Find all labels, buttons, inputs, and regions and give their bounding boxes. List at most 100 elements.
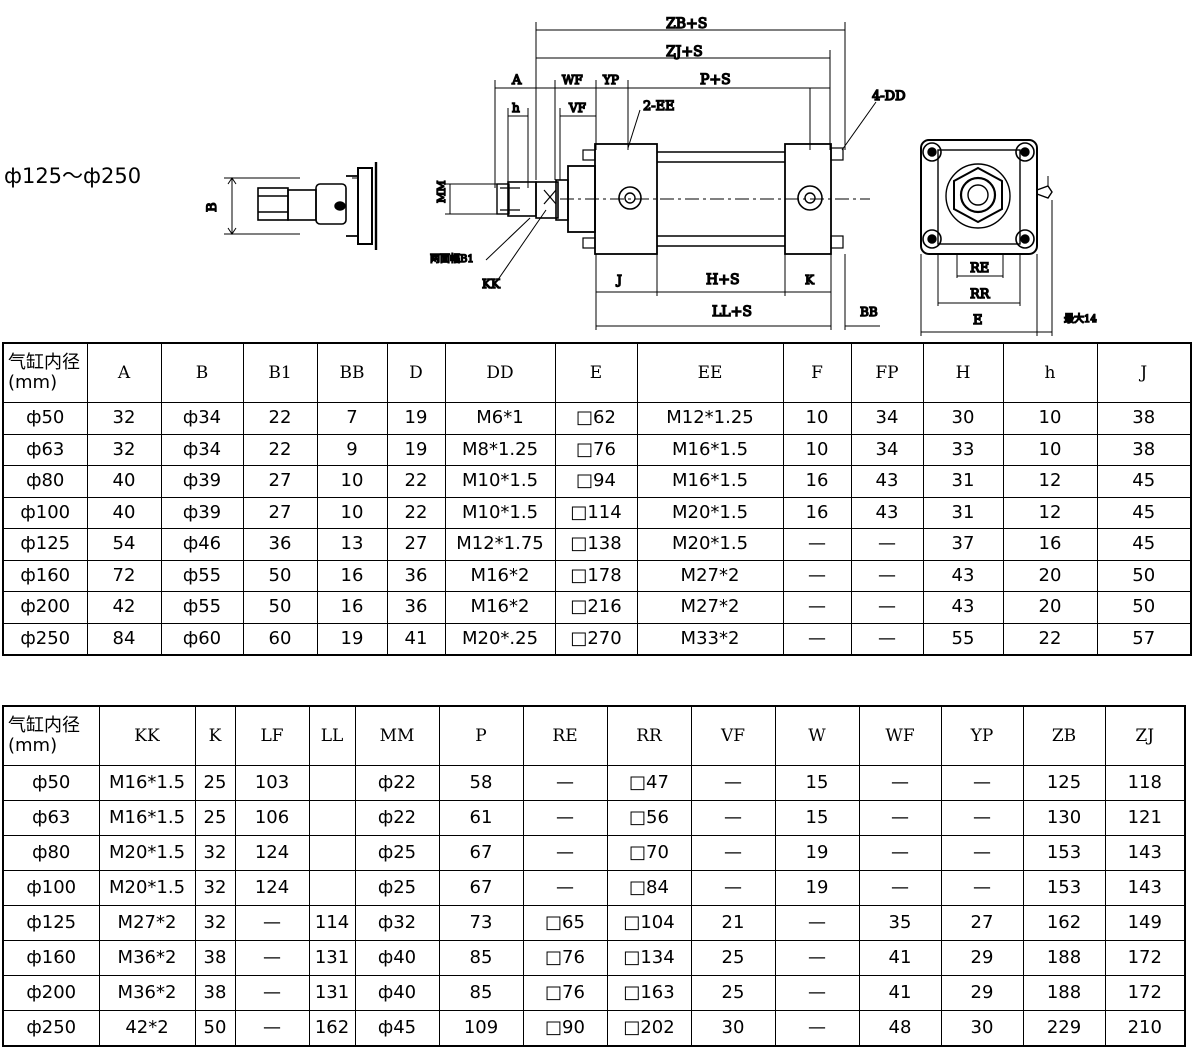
table-cell: □90 bbox=[522, 1010, 608, 1047]
bore-size-cell: ф200 bbox=[2, 591, 88, 624]
table-cell: — bbox=[782, 528, 852, 561]
table-cell: ф40 bbox=[354, 975, 440, 1011]
table-cell: M10*1.5 bbox=[444, 465, 556, 498]
table-cell: 25 bbox=[194, 800, 236, 836]
table-cell: 27 bbox=[242, 496, 318, 529]
table-cell: □65 bbox=[522, 905, 608, 941]
column-header: ZB bbox=[1022, 705, 1106, 766]
table-cell: □216 bbox=[554, 591, 638, 624]
table-cell: 30 bbox=[940, 1010, 1024, 1047]
table-cell: M20*.25 bbox=[444, 622, 556, 656]
table-cell: — bbox=[850, 591, 924, 624]
table-cell: □94 bbox=[554, 465, 638, 498]
table-cell: 172 bbox=[1104, 975, 1186, 1011]
label-ll-s: LL+S bbox=[712, 304, 752, 320]
table-cell: M12*1.75 bbox=[444, 528, 556, 561]
table-cell: □56 bbox=[606, 800, 692, 836]
bore-size-cell: ф250 bbox=[2, 622, 88, 656]
table-cell: 35 bbox=[858, 905, 942, 941]
table-cell: — bbox=[782, 591, 852, 624]
table-cell: ф60 bbox=[160, 622, 244, 656]
table-cell: 40 bbox=[86, 465, 162, 498]
table-cell: ф40 bbox=[354, 940, 440, 976]
table-cell: M20*1.5 bbox=[636, 528, 784, 561]
column-header: VF bbox=[690, 705, 776, 766]
table-cell: 25 bbox=[690, 975, 776, 1011]
table-cell: 38 bbox=[1096, 433, 1192, 466]
table-cell: 7 bbox=[316, 402, 388, 435]
table-cell: 16 bbox=[782, 465, 852, 498]
label-vf: VF bbox=[568, 101, 586, 115]
label-2-ee: 2-EE bbox=[643, 99, 675, 114]
table-cell: 43 bbox=[850, 465, 924, 498]
column-header: ZJ bbox=[1104, 705, 1186, 766]
table-cell: 37 bbox=[922, 528, 1004, 561]
bore-size-cell: ф160 bbox=[2, 940, 100, 976]
bore-size-cell: ф250 bbox=[2, 1010, 100, 1047]
table-cell: 229 bbox=[1022, 1010, 1106, 1047]
table-cell: ф22 bbox=[354, 800, 440, 836]
table-cell: 149 bbox=[1104, 905, 1186, 941]
table-cell: 32 bbox=[194, 905, 236, 941]
table-cell: 42 bbox=[86, 591, 162, 624]
table-cell: □76 bbox=[522, 975, 608, 1011]
table-cell: 57 bbox=[1096, 622, 1192, 656]
table-cell: 38 bbox=[194, 940, 236, 976]
column-header: LL bbox=[308, 705, 356, 766]
table-cell: — bbox=[850, 622, 924, 656]
column-header: EE bbox=[636, 342, 784, 403]
table-cell: — bbox=[858, 835, 942, 871]
table-cell: 10 bbox=[316, 465, 388, 498]
table-cell: — bbox=[774, 1010, 860, 1047]
table-cell: 31 bbox=[922, 496, 1004, 529]
table-cell: 67 bbox=[438, 835, 524, 871]
table-cell: 118 bbox=[1104, 765, 1186, 801]
column-header: K bbox=[194, 705, 236, 766]
table-cell: M16*1.5 bbox=[98, 765, 196, 801]
table-cell: 48 bbox=[858, 1010, 942, 1047]
table-cell: 84 bbox=[86, 622, 162, 656]
table-cell: 58 bbox=[438, 765, 524, 801]
table-cell: — bbox=[522, 800, 608, 836]
table-cell: □114 bbox=[554, 496, 638, 529]
table-cell: □76 bbox=[522, 940, 608, 976]
table-cell: 172 bbox=[1104, 940, 1186, 976]
bore-size-cell: ф125 bbox=[2, 905, 100, 941]
table-cell: 10 bbox=[1002, 402, 1098, 435]
table-cell: 109 bbox=[438, 1010, 524, 1047]
table-cell: M27*2 bbox=[636, 559, 784, 592]
table-cell: 45 bbox=[1096, 496, 1192, 529]
table-cell: 19 bbox=[386, 402, 446, 435]
bore-size-cell: ф200 bbox=[2, 975, 100, 1011]
table-cell: 130 bbox=[1022, 800, 1106, 836]
table-cell: 34 bbox=[850, 433, 924, 466]
table-cell: M16*2 bbox=[444, 559, 556, 592]
table-cell: 16 bbox=[316, 591, 388, 624]
table-cell: 9 bbox=[316, 433, 388, 466]
table-cell: ф55 bbox=[160, 559, 244, 592]
column-header: KK bbox=[98, 705, 196, 766]
column-header: D bbox=[386, 342, 446, 403]
table-cell: 50 bbox=[242, 591, 318, 624]
table-cell: 40 bbox=[86, 496, 162, 529]
table-cell: 124 bbox=[234, 870, 310, 906]
column-header: W bbox=[774, 705, 860, 766]
table-cell: 121 bbox=[1104, 800, 1186, 836]
table-cell: 42*2 bbox=[98, 1010, 196, 1047]
table-cell: □202 bbox=[606, 1010, 692, 1047]
table-cell: M16*1.5 bbox=[636, 433, 784, 466]
column-header: YP bbox=[940, 705, 1024, 766]
table-cell: 20 bbox=[1002, 559, 1098, 592]
table-cell: □163 bbox=[606, 975, 692, 1011]
table-cell: 22 bbox=[386, 496, 446, 529]
